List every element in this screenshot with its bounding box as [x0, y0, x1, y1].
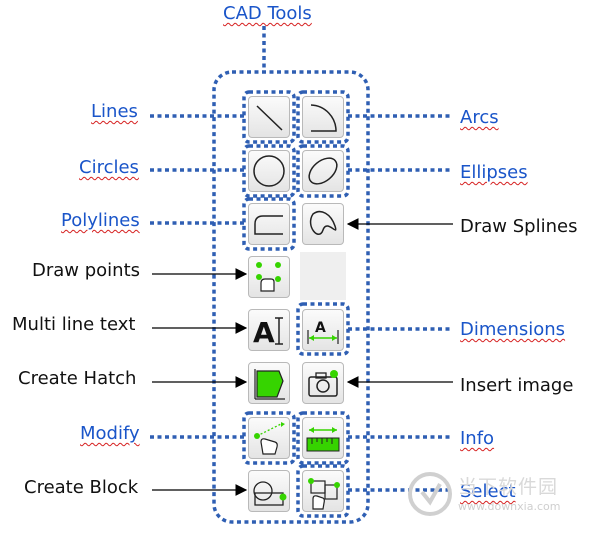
diagram-title: CAD Tools	[223, 3, 312, 24]
points-icon	[256, 262, 281, 292]
hatch-icon	[254, 369, 285, 400]
block-icon	[253, 481, 287, 506]
camera-icon	[308, 370, 338, 397]
watermark-url: www.downxia.com	[458, 500, 561, 513]
ruler-icon	[306, 427, 340, 452]
draw-splines-button[interactable]	[302, 203, 344, 245]
info-label: Info	[460, 428, 495, 449]
polylines-label: Polylines	[61, 210, 140, 231]
select-hand-icon	[308, 478, 340, 510]
arc-icon	[310, 104, 337, 132]
arcs-button[interactable]	[302, 96, 344, 138]
insert-image-label: Insert image	[460, 375, 574, 396]
polylines-button[interactable]	[248, 203, 290, 245]
dimension-icon: A	[307, 320, 339, 344]
ellipse-icon	[308, 157, 338, 185]
lines-label: Lines	[91, 101, 138, 122]
polyline-icon	[254, 215, 283, 235]
arcs-label: Arcs	[460, 107, 499, 128]
multi-line-text-label: Multi line text	[12, 314, 136, 335]
lines-button[interactable]	[248, 96, 290, 138]
circles-frame	[242, 144, 296, 198]
draw-points-button[interactable]	[248, 256, 290, 298]
modify-hand-icon	[254, 422, 285, 455]
circles-button[interactable]	[248, 150, 290, 192]
circle-icon	[253, 155, 285, 187]
svg-text:A: A	[253, 316, 275, 349]
toolbar-frame	[212, 70, 370, 524]
ellipses-button[interactable]	[302, 150, 344, 192]
create-hatch-label: Create Hatch	[18, 368, 137, 389]
watermark-text: 当下软件园	[458, 476, 559, 498]
polylines-frame	[242, 197, 296, 251]
draw-splines-label: Draw Splines	[460, 216, 578, 237]
text-icon: A	[253, 316, 283, 349]
modify-button[interactable]	[248, 417, 290, 459]
watermark-logo	[408, 472, 452, 516]
empty-slot	[300, 252, 346, 300]
multi-line-text-button[interactable]: A	[248, 309, 290, 351]
select-button[interactable]	[302, 470, 344, 512]
modify-label: Modify	[80, 423, 140, 444]
modify-frame	[242, 411, 296, 465]
insert-image-button[interactable]	[302, 362, 344, 404]
dimensions-label: Dimensions	[460, 319, 566, 340]
info-button[interactable]	[302, 417, 344, 459]
ellipses-label: Ellipses	[460, 162, 528, 183]
circles-label: Circles	[79, 157, 139, 178]
line-icon	[256, 105, 283, 131]
select-label: Select	[460, 481, 516, 502]
spline-icon	[309, 210, 337, 235]
lines-frame	[242, 90, 296, 144]
create-block-label: Create Block	[24, 477, 139, 498]
create-hatch-button[interactable]	[248, 362, 290, 404]
svg-text:A: A	[315, 320, 326, 336]
draw-points-label: Draw points	[32, 260, 141, 281]
create-block-button[interactable]	[248, 470, 290, 512]
dimensions-button[interactable]: A	[302, 309, 344, 351]
